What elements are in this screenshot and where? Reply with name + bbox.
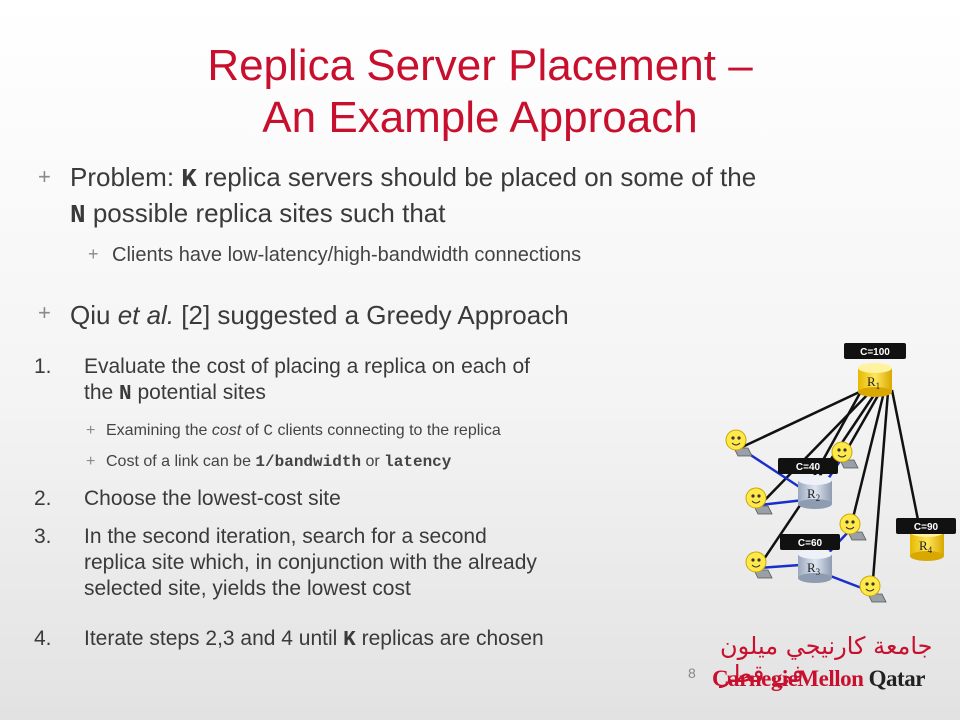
step-1-sub-1: + Examining the cost of C clients connec…: [86, 422, 501, 440]
bullet-plus-icon: +: [86, 422, 96, 439]
client-icon: [725, 429, 753, 457]
bullet-plus-icon: +: [38, 300, 51, 325]
title-line-1: Replica Server Placement –: [207, 41, 753, 90]
client-icon: [745, 551, 773, 579]
step-2: 2. Choose the lowest-cost site: [34, 487, 341, 510]
bullet-problem: + Problem: K replica servers should be p…: [38, 162, 757, 230]
replica-r2: R2: [798, 475, 832, 509]
bullet-greedy: + Qiu et al. [2] suggested a Greedy Appr…: [38, 300, 569, 330]
svg-text:C=40: C=40: [796, 462, 821, 473]
replica-placement-diagram: R1 R2 R3 R4 C=100 C=40 C=60 C=90: [725, 343, 956, 603]
bullet-plus-icon: +: [88, 244, 99, 264]
step-1-sub-2: + Cost of a link can be 1/bandwidth or l…: [86, 453, 452, 471]
logo-qatar: Qatar: [868, 666, 926, 691]
cmu-qatar-logo: CarnegieMellon Qatar: [712, 666, 925, 692]
client-icon: [839, 513, 867, 541]
title-line-2: An Example Approach: [262, 93, 698, 142]
capacity-label-r3: C=60: [780, 534, 840, 550]
step-1: 1. Evaluate the cost of placing a replic…: [34, 355, 530, 406]
capacity-label-r4: C=90: [896, 518, 956, 534]
capacity-label-r2: C=40: [778, 458, 838, 474]
clients: [725, 429, 887, 603]
client-icon: [831, 441, 859, 469]
cmu-qatar-logo-arabic: جامعة كارنيجي ميلون في قطر: [720, 632, 933, 688]
client-icon: [745, 487, 773, 515]
var-k: K: [181, 164, 197, 194]
step-4: 4. Iterate steps 2,3 and 4 until K repli…: [34, 627, 544, 652]
bullet-problem-sub: + Clients have low-latency/high-bandwidt…: [88, 244, 582, 266]
logo-carnegie-mellon: CarnegieMellon: [712, 666, 864, 691]
svg-text:C=100: C=100: [860, 347, 890, 358]
var-n: N: [70, 200, 86, 230]
capacity-label-r1: C=100: [844, 343, 906, 359]
bullet-plus-icon: +: [38, 164, 51, 189]
slide-title: Replica Server Placement – An Example Ap…: [0, 40, 960, 144]
step-3: 3. In the second iteration, search for a…: [34, 525, 537, 600]
bullet-plus-icon: +: [86, 453, 96, 470]
svg-text:C=60: C=60: [798, 538, 823, 549]
page-number: 8: [688, 665, 696, 681]
svg-text:C=90: C=90: [914, 522, 939, 533]
client-icon: [859, 575, 887, 603]
replica-r1: R1: [858, 363, 892, 397]
replica-r3: R3: [798, 549, 832, 583]
